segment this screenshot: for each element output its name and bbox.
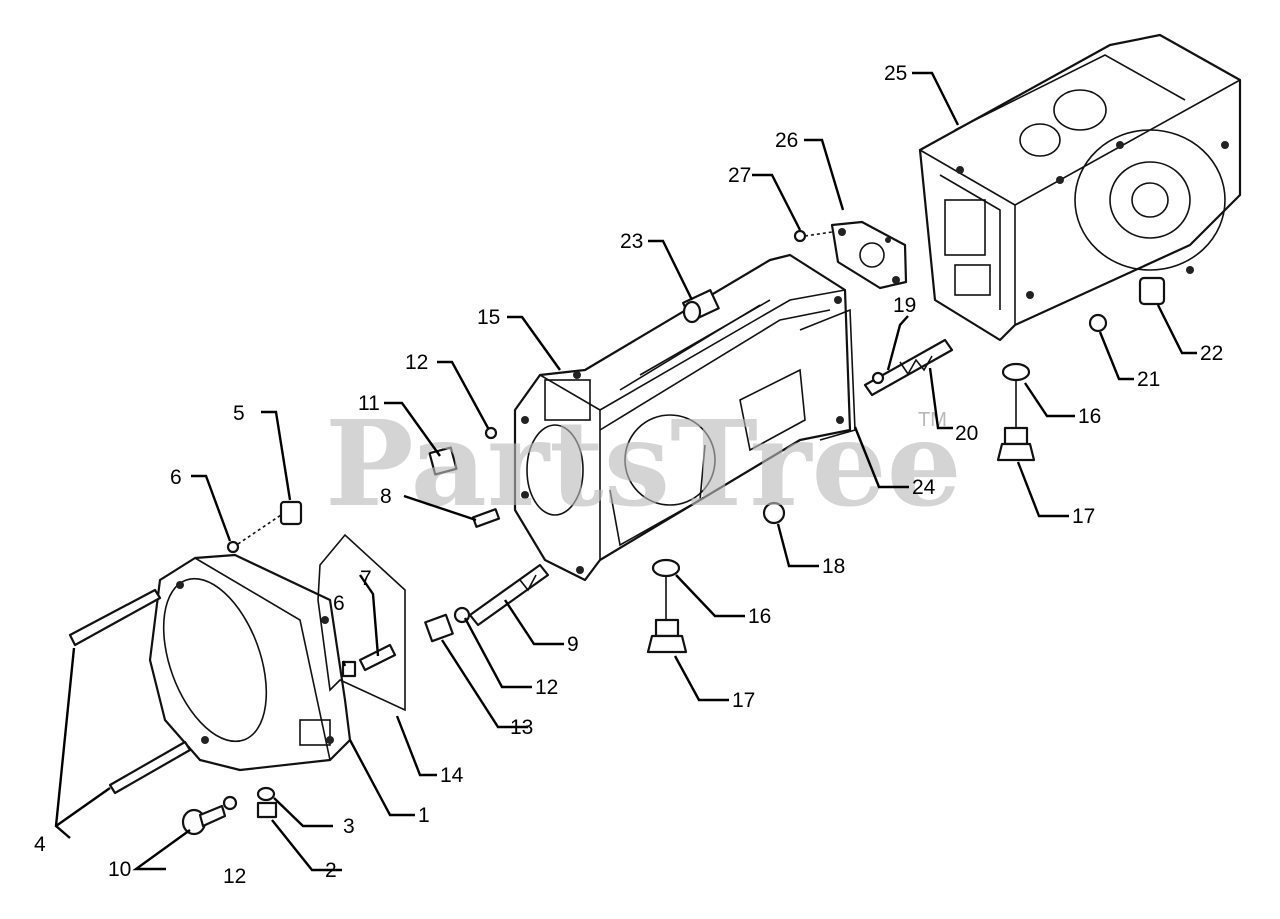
part-9-shaft <box>468 563 550 627</box>
part-24-gasket <box>799 308 856 441</box>
part-27-screw <box>793 229 833 243</box>
part-10-bolt <box>181 804 227 836</box>
callout-24: 24 <box>912 476 936 499</box>
callout-8: 8 <box>380 485 392 508</box>
callout-16-center: 16 <box>748 605 771 628</box>
part-4-stud-upper <box>68 588 162 647</box>
callout-14: 14 <box>440 764 464 787</box>
part-4-stud-lower <box>108 740 192 795</box>
part-5-bushing <box>279 500 303 526</box>
part-14-gasket <box>317 533 406 712</box>
callout-25: 25 <box>884 62 907 85</box>
callout-12-lower: 12 <box>223 865 246 888</box>
callout-7: 7 <box>360 567 372 590</box>
part-12-washer-lower <box>222 795 238 811</box>
callout-4: 4 <box>34 833 46 856</box>
part-1-front-housing <box>148 553 352 772</box>
part-20-shaft <box>863 338 954 397</box>
part-8-pin <box>471 508 501 528</box>
part-18-plug <box>762 501 786 525</box>
part-16-washer-right <box>1001 362 1031 428</box>
callout-20: 20 <box>955 422 978 445</box>
callout-1: 1 <box>418 804 430 827</box>
part-2-fitting <box>256 801 278 819</box>
part-17-plug-right <box>996 426 1036 462</box>
part-21-bushing <box>1088 313 1108 333</box>
leader-lines <box>54 71 1197 872</box>
part-16-washer-center <box>651 558 681 620</box>
part-7-bolt <box>358 643 397 672</box>
part-22-cap <box>1138 276 1166 306</box>
callout-16-right: 16 <box>1078 405 1101 428</box>
part-25-rear-housing <box>918 33 1242 342</box>
callout-18: 18 <box>822 555 845 578</box>
part-15-main-housing <box>513 253 852 582</box>
part-11-plug <box>428 446 458 476</box>
callout-5: 5 <box>233 402 245 425</box>
callout-11: 11 <box>358 392 380 415</box>
callout-22: 22 <box>1200 342 1223 365</box>
part-23-fitting <box>681 289 720 324</box>
callout-labels: 1 2 3 4 5 6 6 7 8 9 10 11 12 12 12 13 14… <box>34 62 1223 888</box>
callout-27: 27 <box>728 164 751 187</box>
watermark: PartsTree TM <box>325 394 962 533</box>
part-6-pin-upper <box>226 514 282 554</box>
callout-17-right: 17 <box>1072 505 1095 528</box>
callout-6-upper: 6 <box>170 466 182 489</box>
watermark-text: PartsTree <box>325 394 962 533</box>
part-3-washer <box>256 786 276 802</box>
part-13-nut <box>424 613 454 643</box>
callout-19: 19 <box>893 294 916 317</box>
part-19-pin <box>871 371 885 385</box>
callout-2: 2 <box>325 859 337 882</box>
callout-26: 26 <box>775 129 798 152</box>
callout-21: 21 <box>1137 368 1160 391</box>
callout-9: 9 <box>567 633 579 656</box>
callout-23: 23 <box>620 230 643 253</box>
callout-13: 13 <box>510 716 533 739</box>
part-12-washer-upper <box>484 426 498 440</box>
part-26-cover-plate <box>830 220 908 290</box>
callout-12-upper: 12 <box>405 351 428 374</box>
callout-12-middle: 12 <box>535 676 558 699</box>
watermark-trademark: TM <box>918 409 947 431</box>
part-17-plug-center <box>646 618 688 654</box>
callout-10: 10 <box>108 858 131 881</box>
callout-3: 3 <box>343 815 355 838</box>
callout-6-lower: 6 <box>333 592 345 615</box>
callout-15: 15 <box>477 306 500 329</box>
callout-17-center: 17 <box>732 689 755 712</box>
